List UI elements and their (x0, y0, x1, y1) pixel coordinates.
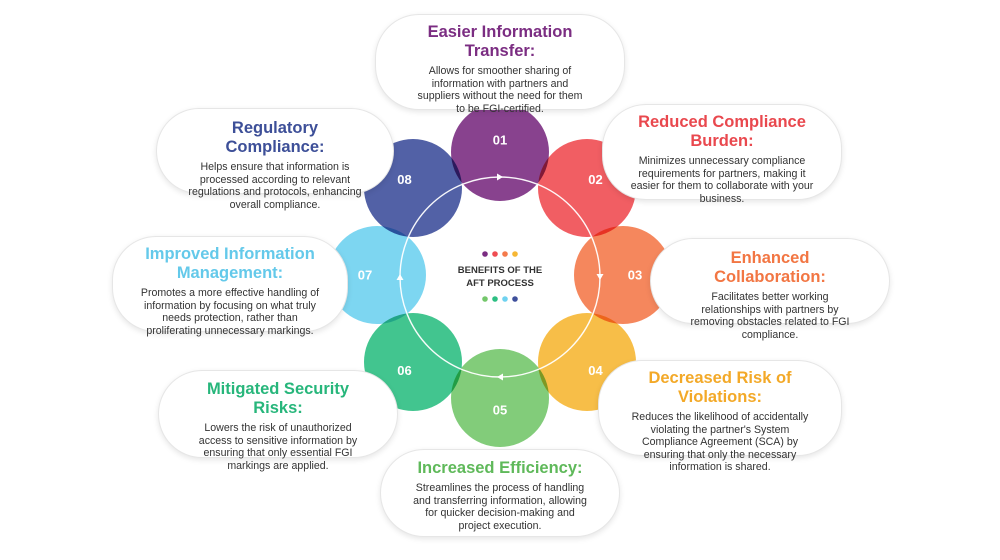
benefit-number-04: 04 (588, 363, 603, 378)
benefit-card-01: Easier Information Transfer: Allows for … (375, 14, 625, 115)
center-top-dot-3 (502, 251, 508, 257)
benefit-number-07: 07 (358, 268, 372, 283)
benefit-number-03: 03 (628, 268, 642, 283)
center-top-dot-1 (482, 251, 488, 257)
benefit-circle-03 (574, 226, 672, 324)
benefit-title-05: Increased Efficiency: (417, 459, 583, 477)
center-title-line2: AFT PROCESS (466, 278, 534, 289)
center-title-line1: BENEFITS OF THE (458, 265, 542, 276)
benefit-title-02: Reduced Compliance Burden: (638, 113, 806, 150)
center-bottom-dot-1 (482, 296, 488, 302)
ring-arrows (396, 173, 604, 381)
benefit-card-03: Enhanced Collaboration: Facilitates bett… (650, 238, 890, 341)
benefit-description-03: Facilitates better working relationships… (690, 291, 850, 341)
benefit-circle-01 (451, 103, 549, 201)
benefit-circle-05 (451, 349, 549, 447)
benefit-number-05: 05 (493, 403, 507, 418)
benefit-number-01: 01 (493, 133, 507, 148)
benefit-description-06: Lowers the risk of unauthorized access t… (198, 422, 358, 472)
center-top-dot-2 (492, 251, 498, 257)
benefit-card-02: Reduced Compliance Burden: Minimizes unn… (602, 104, 842, 205)
benefit-numbers: 01 02 03 04 05 06 07 08 (358, 133, 642, 418)
ring-arrow-2 (596, 274, 604, 280)
benefit-card-08: Regulatory Compliance: Helps ensure that… (156, 108, 394, 211)
benefit-title-04: Decreased Risk of Violations: (648, 369, 792, 406)
ring-arrow-1 (497, 173, 503, 181)
benefit-circle-07 (328, 226, 426, 324)
ring-arrow-3 (497, 373, 503, 381)
center-top-dot-4 (512, 251, 518, 257)
benefit-title-01: Easier Information Transfer: (427, 23, 573, 60)
benefit-circles (328, 103, 672, 447)
benefit-description-01: Allows for smoother sharing of informati… (417, 65, 583, 115)
benefit-number-02: 02 (588, 172, 602, 187)
benefit-number-06: 06 (397, 363, 411, 378)
benefit-description-08: Helps ensure that information is process… (188, 161, 362, 211)
benefit-description-02: Minimizes unnecessary compliance require… (630, 155, 814, 205)
benefit-card-04: Decreased Risk of Violations: Reduces th… (598, 360, 842, 473)
center-bottom-dot-4 (512, 296, 518, 302)
benefit-description-04: Reduces the likelihood of accidentally v… (631, 411, 809, 474)
center-dots (482, 251, 518, 302)
benefit-title-07: Improved Information Management: (145, 245, 315, 282)
ring-arrow-4 (396, 274, 404, 280)
center-bottom-dot-3 (502, 296, 508, 302)
benefit-description-05: Streamlines the process of handling and … (413, 482, 587, 532)
benefit-card-07: Improved Information Management: Promote… (112, 236, 348, 337)
benefit-number-08: 08 (397, 172, 411, 187)
benefit-description-07: Promotes a more effective handling of in… (140, 287, 320, 337)
benefit-title-03: Enhanced Collaboration: (714, 249, 826, 286)
benefit-card-05: Increased Efficiency: Streamlines the pr… (380, 449, 620, 537)
benefit-title-08: Regulatory Compliance: (225, 119, 325, 156)
center-bottom-dot-2 (492, 296, 498, 302)
benefit-title-06: Mitigated Security Risks: (206, 380, 350, 417)
benefit-card-06: Mitigated Security Risks: Lowers the ris… (158, 370, 398, 472)
